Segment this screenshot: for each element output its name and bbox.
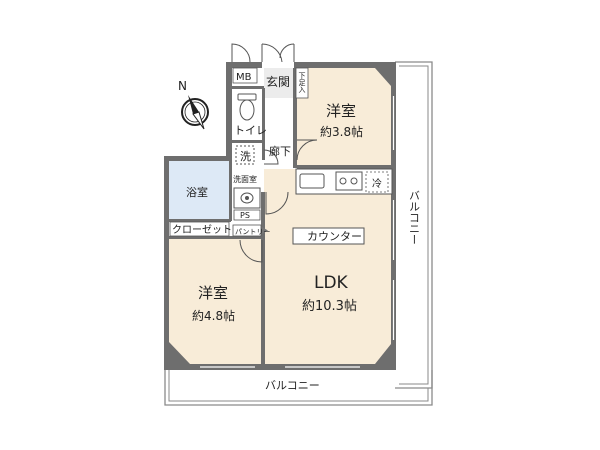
ldk-size: 約10.3帖 [302,299,357,314]
fridge-box [365,171,389,193]
mb-label: MB [236,72,252,83]
sink-kitchen-icon [299,173,325,189]
balcony-south [164,370,433,406]
washroom-label: 洗面室 [233,174,257,184]
closet-label: クローゼット [172,224,232,236]
stove-icon [335,171,363,191]
entrance-door[interactable] [261,43,295,63]
western-room-1-name: 洋室 [326,102,356,120]
closet-box [169,221,230,237]
ldk-name: LDK [314,273,349,293]
pipe-space-label: PS [240,211,250,220]
bathroom-label: 浴室 [186,185,208,199]
toilet-label: トイレ [234,124,267,137]
laundry-pan-icon [235,145,255,165]
floor-entrance [264,68,295,98]
pipe-space-box [233,209,261,221]
column-marks [169,68,391,364]
western-room-1-size: 約3.8帖 [320,124,363,139]
room2-door[interactable] [239,239,263,263]
refrigerator-label: 冷 [372,177,382,190]
ldk-door[interactable] [265,191,289,215]
floor-bathroom [168,161,230,220]
pantry-label: パントリー [235,228,270,236]
room1-door[interactable] [296,139,318,161]
sink-icon [233,187,261,209]
balcony-south-label: バルコニー [265,379,320,392]
laundry-label: 洗 [240,150,251,163]
entrance-label: 玄関 [266,74,290,89]
shoe-storage-box [295,67,309,99]
western-room-2-size: 約4.8帖 [192,308,235,323]
north-arrow-icon [188,95,199,114]
mb-door[interactable] [231,43,251,63]
kitchen-counter [295,168,393,195]
western-room-2-name: 洋室 [198,284,228,302]
corridor-label: 廊下 [269,144,291,158]
counter-label: カウンター [307,230,362,243]
compass-north-label: N [178,79,187,93]
balcony-east [395,61,433,389]
floor-western-room-1 [296,68,391,167]
pantry-box [232,224,262,237]
counter-box [292,227,365,245]
shoe-storage-label: 下足入 [298,72,306,93]
mb-label-box [232,67,258,84]
floor-ldk [264,169,392,364]
washroom-door[interactable] [263,149,279,165]
toilet-icon [237,93,257,121]
floor-western-room-2 [168,238,264,364]
balcony-east-label: バルコニー [408,190,421,245]
compass [181,95,209,130]
pantry-arrow-icon [262,227,268,234]
